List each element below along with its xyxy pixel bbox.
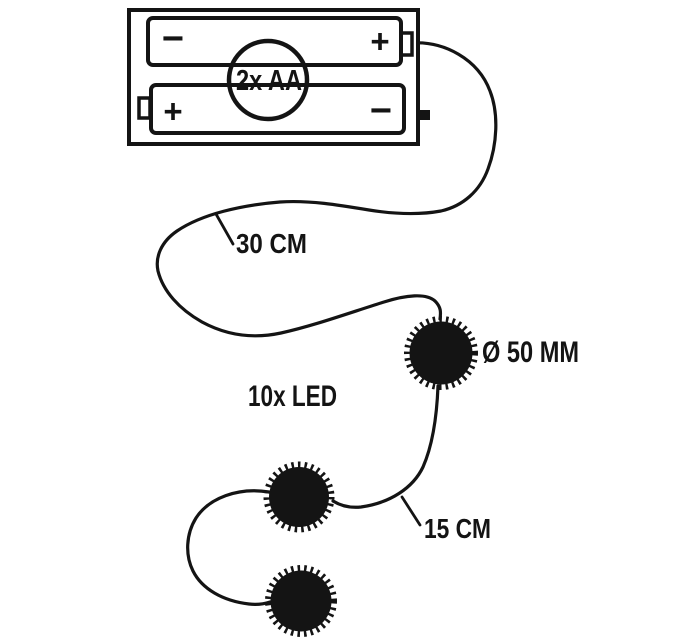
led-ball-1-body [409, 321, 473, 385]
battery-pack-case [127, 8, 420, 146]
led-ball-2-fuzz [263, 461, 335, 533]
led-ball-1-fuzz [404, 316, 478, 390]
battery-type-badge [226, 38, 310, 122]
battery-top-plus-symbol: + [370, 23, 389, 60]
battery-terminal-bottom-left [137, 96, 152, 120]
led-ball-3-fuzz [265, 565, 337, 637]
battery-bottom-minus-symbol: − [370, 90, 392, 132]
wire-battery-to-led1 [155, 41, 498, 338]
battery-bottom-plus-symbol: + [163, 93, 182, 130]
battery-terminal-top-right [399, 31, 414, 57]
battery-top-minus-symbol: − [162, 18, 184, 60]
led-ball-2-body [269, 467, 329, 527]
wire-led1-to-led2 [331, 384, 440, 509]
led-diameter-label: Ø 50 MM [482, 336, 579, 369]
lead-wire-length-label: 30 CM [236, 228, 307, 259]
battery-type-label: 2x AA [236, 65, 302, 97]
battery-pack-tab [416, 110, 430, 120]
battery-pack: − + + − 2x AA [127, 8, 430, 146]
led-ball-3 [265, 565, 337, 637]
led-spacing-label: 15 CM [424, 513, 491, 544]
led-count-label: 10x LED [248, 380, 337, 413]
led-ball-2 [263, 461, 335, 533]
led-ball-1 [404, 316, 478, 390]
led-spacing-callout-line [400, 495, 422, 527]
wire-led2-to-led3 [186, 489, 272, 606]
led-ball-3-body [270, 570, 332, 632]
lead-wire-callout-line [214, 212, 235, 246]
